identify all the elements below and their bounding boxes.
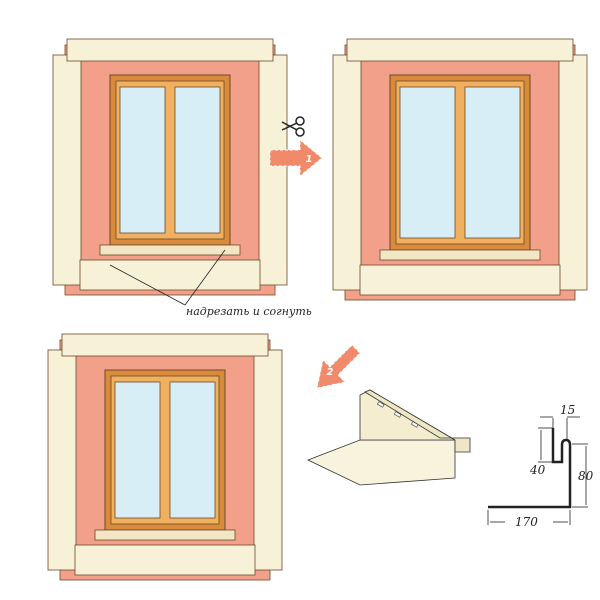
step-1-label: 1 xyxy=(306,154,313,165)
window-sill xyxy=(99,244,241,256)
glass-pane-right xyxy=(174,86,221,234)
profile-dimension-drawing: 15 40 80 170 xyxy=(487,403,594,529)
window-step-b xyxy=(332,38,588,301)
dim-170: 170 xyxy=(515,515,538,529)
top-trim xyxy=(66,38,274,62)
dim-40: 40 xyxy=(529,463,546,477)
glass-pane-left xyxy=(114,381,161,519)
side-trim-right xyxy=(253,349,283,571)
glass-pane-left xyxy=(399,86,456,239)
side-trim-left xyxy=(52,54,82,286)
dim-80: 80 xyxy=(578,469,594,483)
cut-and-bend-callout: надрезать и согнуть xyxy=(109,249,312,318)
side-trim-right xyxy=(558,54,588,291)
window-step-c-finished xyxy=(47,333,283,581)
top-trim xyxy=(61,333,269,357)
bottom-trim xyxy=(74,544,256,576)
bottom-trim xyxy=(79,259,261,291)
glass-pane-left xyxy=(119,86,166,234)
arrow-right-icon: 1 xyxy=(269,138,323,178)
scissors-icon xyxy=(281,116,305,137)
arrow-down-left-icon: 2 xyxy=(316,344,361,389)
glass-pane-right xyxy=(464,86,521,239)
side-trim-right xyxy=(258,54,288,286)
bottom-trim xyxy=(359,264,561,296)
top-trim xyxy=(346,38,574,62)
step-2-label: 2 xyxy=(327,367,334,378)
cut-and-bend-label: надрезать и согнуть xyxy=(186,305,312,318)
window-step-a xyxy=(52,38,288,296)
window-sill xyxy=(379,249,541,261)
dim-15: 15 xyxy=(560,403,575,417)
glass-pane-right xyxy=(169,381,216,519)
side-trim-left xyxy=(47,349,77,571)
window-sill xyxy=(94,529,236,541)
side-trim-left xyxy=(332,54,362,291)
j-profile-illustration xyxy=(306,389,471,486)
